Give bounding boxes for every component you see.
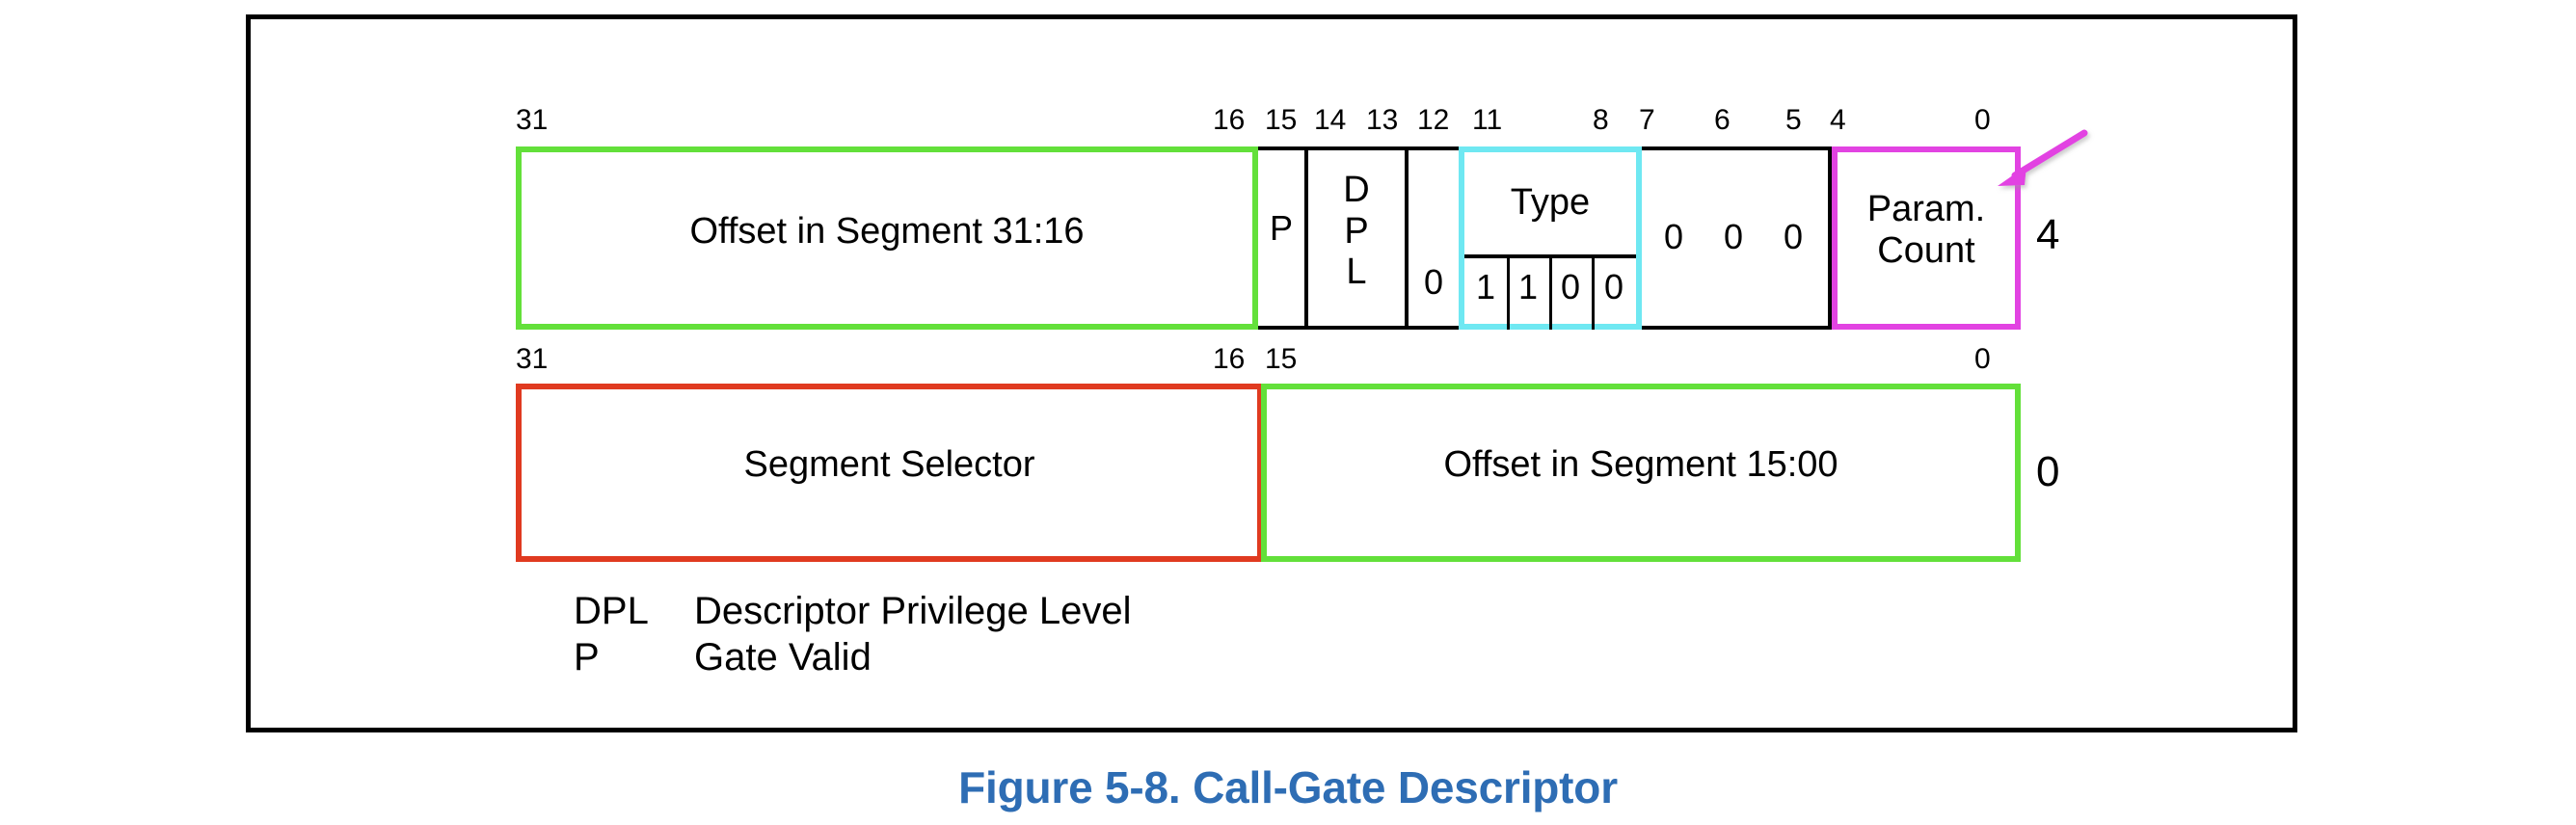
field-present-bit[interactable]: P [1258,146,1308,330]
field-label-present: P [1269,208,1293,248]
bit-label-31-row2: 31 [516,343,549,375]
bit-label-7-row1: 7 [1639,104,1655,136]
field-label-dpl-letters: D P L [1308,170,1405,293]
type-bit-10: 1 [1517,267,1539,306]
legend-value-dpl: Descriptor Privilege Level [694,590,1132,632]
byte-offset-label-4: 4 [2036,211,2060,258]
param-count-line2: Count [1877,229,1975,271]
bit-label-12-row1: 12 [1417,104,1450,136]
field-dpl[interactable]: D P L [1308,146,1409,330]
bit-label-4-row1: 4 [1830,104,1846,136]
type-bit-11: 1 [1475,267,1496,306]
reserved-bit-5: 0 [1783,217,1804,256]
field-label-offset-high: Offset in Segment 31:16 [689,211,1085,252]
type-vdivider-1 [1507,254,1510,330]
field-param-count[interactable]: Param. Count [1832,146,2021,330]
field-offset-in-segment-31-16[interactable]: Offset in Segment 31:16 [516,146,1258,330]
bit-label-5-row1: 5 [1785,104,1802,136]
field-zero-bit-12[interactable]: 0 [1409,146,1459,330]
type-bit-8: 0 [1603,267,1624,306]
field-reserved-bits-7-5[interactable]: 0 0 0 [1642,146,1832,330]
bit-label-16-row2: 16 [1213,343,1246,375]
field-label-zero-12: 0 [1423,262,1444,302]
figure-frame [246,14,2297,732]
dpl-letter-d: D [1343,170,1370,210]
bit-label-13-row1: 13 [1366,104,1399,136]
type-vdivider-2 [1549,254,1552,330]
bit-label-16-row1: 16 [1213,104,1246,136]
bit-label-0-row1: 0 [1974,104,1991,136]
bit-label-15-row1: 15 [1265,104,1298,136]
reserved-bit-6: 0 [1723,217,1744,256]
legend-key-p: P [574,636,600,679]
field-label-segment-selector: Segment Selector [743,444,1035,485]
dpl-letter-l: L [1346,252,1367,293]
bit-label-6-row1: 6 [1714,104,1731,136]
field-label-offset-low: Offset in Segment 15:00 [1443,444,1838,485]
byte-offset-label-0: 0 [2036,448,2060,495]
bit-label-15-row2: 15 [1265,343,1298,375]
bit-label-31-row1: 31 [516,104,549,136]
param-count-line1: Param. [1866,189,1986,229]
reserved-bit-7: 0 [1663,217,1684,256]
bit-label-14-row1: 14 [1314,104,1347,136]
legend-key-dpl: DPL [574,590,649,632]
dpl-letter-p: P [1344,210,1369,252]
legend-value-p: Gate Valid [694,636,872,679]
type-vdivider-3 [1592,254,1595,330]
bit-label-8-row1: 8 [1593,104,1609,136]
annotation-arrow-icon [1998,129,2088,186]
field-label-param-count: Param. Count [1838,189,2015,271]
field-segment-selector[interactable]: Segment Selector [516,384,1263,562]
field-label-type: Type [1510,182,1591,223]
figure-caption: Figure 5-8. Call-Gate Descriptor [958,762,1618,812]
bit-label-11-row1: 11 [1472,104,1503,136]
field-type[interactable]: Type 1 1 0 0 [1459,146,1642,330]
type-bit-9: 0 [1560,267,1581,306]
bit-label-0-row2: 0 [1974,343,1991,375]
field-offset-in-segment-15-00[interactable]: Offset in Segment 15:00 [1261,384,2021,562]
